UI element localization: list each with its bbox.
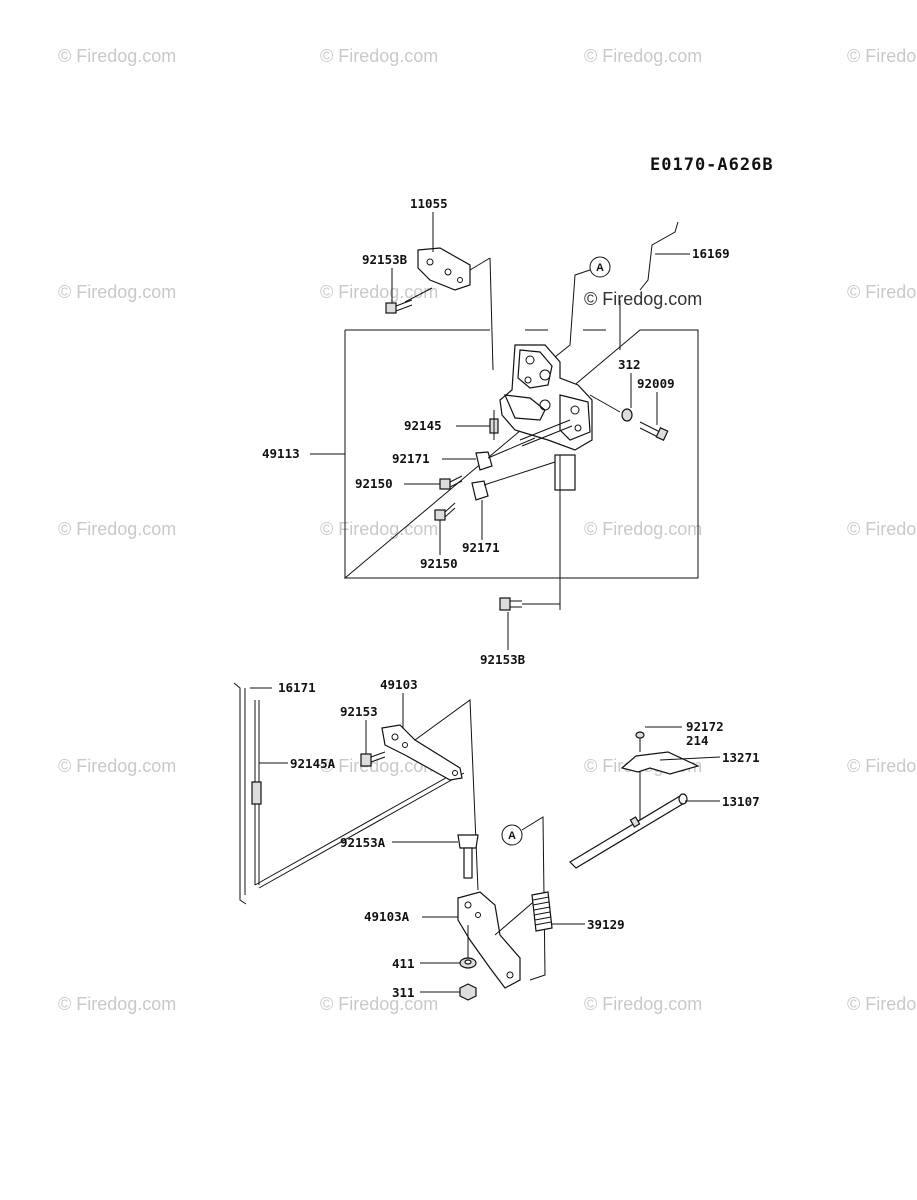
bracket-11055 (417, 212, 494, 371)
callout-92150-b: 92150 (420, 556, 458, 571)
watermark: © Firedog.com (58, 756, 176, 776)
callout-92009: 92009 (637, 376, 675, 391)
callout-13107: 13107 (722, 794, 760, 809)
callout-92153b-bottom: 92153B (480, 652, 526, 667)
control-plate-assembly (499, 344, 621, 610)
watermark: © Firedog.com (847, 519, 917, 539)
reference-marker-label: A (508, 830, 516, 842)
watermark: © Firedog.com (584, 46, 702, 66)
reference-marker-label: A (596, 262, 604, 274)
callout-11055: 11055 (410, 196, 448, 211)
bolt-92009 (639, 392, 669, 442)
callout-92145: 92145 (404, 418, 442, 433)
watermark: © Firedog.com (320, 282, 438, 302)
bolt-92150-b (434, 502, 456, 555)
callout-92153a: 92153A (340, 835, 386, 850)
reference-marker-a-top: A (544, 256, 611, 366)
watermark: © Firedog.com (320, 994, 438, 1014)
callout-311: 311 (392, 985, 415, 1000)
callout-49103a: 49103A (364, 909, 410, 924)
watermark: © Firedog.com (58, 519, 176, 539)
callout-49113: 49113 (262, 446, 300, 461)
callout-92150-a: 92150 (355, 476, 393, 491)
callout-16171: 16171 (278, 680, 316, 695)
callout-49103: 49103 (380, 677, 418, 692)
diagram-code: E0170-A626B (650, 155, 774, 175)
washer-411 (420, 925, 477, 969)
watermark: © Firedog.com (584, 519, 702, 539)
watermark-grid: © Firedog.com © Firedog.com © Firedog.co… (58, 46, 917, 1014)
nut-312 (621, 373, 633, 422)
watermark: © Firedog.com (320, 46, 438, 66)
watermark: © Firedog.com (58, 994, 176, 1014)
spring-39129 (531, 891, 585, 932)
watermark: © Firedog.com (847, 282, 917, 302)
rod-16171 (233, 682, 272, 905)
assembly-49113-frame (310, 329, 699, 579)
screw-92172 (635, 726, 682, 752)
watermark: © Firedog.com (584, 994, 702, 1014)
callout-92153: 92153 (340, 704, 378, 719)
bolt-92153b-top (385, 268, 433, 314)
callout-92153b-top: 92153B (362, 252, 408, 267)
watermark: © Firedog.com (58, 282, 176, 302)
callout-labels: 11055 92153B 16169 312 92009 92145 49113… (262, 196, 760, 1000)
callout-92171-a: 92171 (392, 451, 430, 466)
shaft-13107 (569, 793, 720, 869)
lever-49103a (422, 891, 521, 989)
bolt-92150-a (404, 475, 463, 490)
callout-312: 312 (618, 357, 641, 372)
clip-92171-a (442, 437, 536, 471)
bolt-92153b-bottom (499, 597, 560, 650)
watermark: © Firedog.com (58, 46, 176, 66)
watermark: © Firedog.com (847, 756, 917, 776)
callout-39129: 39129 (587, 917, 625, 932)
callout-92171-b: 92171 (462, 540, 500, 555)
clip-92171-b (471, 461, 556, 540)
spring-92145 (456, 410, 499, 440)
callout-92172: 92172 (686, 719, 724, 734)
callout-92145a: 92145A (290, 756, 336, 771)
watermark: © Firedog.com (847, 994, 917, 1014)
plate-13271 (620, 751, 721, 820)
watermark: © Firedog.com (847, 46, 917, 66)
lever-49103 (381, 693, 479, 891)
nut-311 (420, 983, 477, 1001)
callout-214: 214 (686, 733, 709, 748)
watermark: © Firedog.com (320, 756, 438, 776)
callout-411: 411 (392, 956, 415, 971)
bolt-92153a (392, 834, 479, 879)
watermark: © Firedog.com (320, 519, 438, 539)
watermark-center: © Firedog.com (584, 289, 702, 309)
rod-16169 (619, 221, 690, 350)
spring-92145a (251, 700, 465, 889)
bolt-92153 (360, 720, 386, 767)
callout-16169: 16169 (692, 246, 730, 261)
callout-13271: 13271 (722, 750, 760, 765)
